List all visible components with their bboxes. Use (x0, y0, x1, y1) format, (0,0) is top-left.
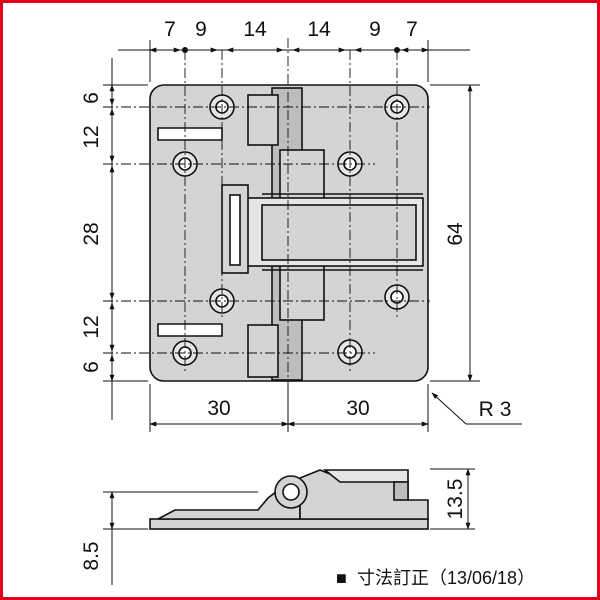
left-dimension-lines (103, 58, 148, 420)
top-dim-label: 7 (164, 18, 176, 41)
knuckle-segment-top (247, 94, 279, 146)
dimension-dot (394, 47, 400, 53)
top-dim-label: 7 (406, 18, 418, 41)
side-height-label: 13.5 (444, 479, 467, 520)
top-dimension-lines (118, 40, 470, 82)
left-dim-label: 6 (80, 92, 103, 104)
radius-callout: R3 (479, 398, 518, 421)
left-dim-label: 28 (80, 222, 103, 245)
right-dim-label: 64 (444, 222, 467, 246)
top-dim-label: 14 (243, 18, 267, 41)
left-dim-label: 12 (80, 125, 103, 148)
bottom-dimension-lines (149, 384, 522, 432)
left-leaf-slot-lower (157, 323, 223, 337)
side-thickness-label: 8.5 (80, 541, 103, 570)
side-dimension-lines (103, 468, 475, 585)
top-dim-label: 9 (369, 18, 381, 41)
left-leaf-slot (157, 127, 223, 141)
left-dim-label: 6 (80, 361, 103, 373)
correction-marker: ■ (336, 568, 347, 588)
center-pocket-inner (261, 204, 417, 261)
top-dim-label: 9 (195, 18, 207, 41)
knuckle-segment-bottom (247, 324, 279, 378)
left-clip-inner (229, 194, 241, 266)
side-base-plate (149, 518, 429, 530)
side-pin (282, 483, 300, 501)
hinge-top-view (149, 84, 429, 382)
center-lines (103, 38, 430, 430)
bottom-dim-label: 30 (207, 397, 230, 420)
top-dim-label: 14 (307, 18, 331, 41)
correction-note-text: 寸法訂正（13/06/18） (357, 568, 535, 588)
dimension-dot (182, 47, 188, 53)
left-dim-label: 12 (80, 315, 103, 338)
mount-hole (209, 288, 235, 314)
hinge-side-view (149, 469, 429, 530)
side-end-stop (393, 481, 409, 501)
bottom-dim-label: 30 (346, 397, 369, 420)
right-dimension-lines (430, 84, 480, 382)
side-right-leaf-upper (322, 469, 409, 483)
